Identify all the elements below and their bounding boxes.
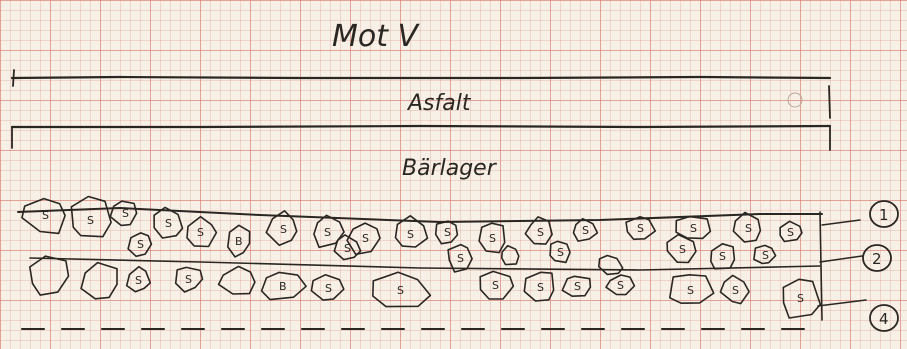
stone-9 [346,222,381,256]
sketch-title: Mot V [332,19,421,54]
stone-label-31: S [185,273,192,286]
stone-38 [561,275,592,297]
stone-5 [186,215,218,248]
stone-19 [127,232,153,258]
marker-circle-1 [869,200,899,228]
stone-32 [217,265,256,295]
stone-3 [109,200,138,227]
stone-6 [227,224,251,258]
stone-label-33: B [279,280,287,293]
base-course-label: Bärlager [402,156,498,181]
stone-28 [29,255,70,296]
stone-label-13: S [537,226,544,239]
stone-label-11: S [444,226,451,239]
stone-2 [70,195,112,238]
stone-42 [782,278,822,319]
stone-37 [523,271,555,302]
stone-label-23: S [679,243,686,256]
stone-40 [669,274,715,304]
stone-label-14: S [582,224,589,237]
stone-label-3: S [122,207,129,220]
stone-label-5: S [197,226,204,239]
stone-20 [333,234,362,261]
stone-label-42: S [797,292,804,305]
stone-30 [125,265,152,293]
stone-1 [21,197,66,235]
stone-label-25: S [762,249,769,262]
stone-label-6: B [235,235,243,248]
stone-11 [434,220,459,245]
stone-label-20: S [344,242,351,255]
stone-17 [732,211,762,243]
marker-circle-2 [862,244,892,272]
stone-15 [625,216,657,241]
marker-circle-3 [869,304,899,332]
stone-4 [153,206,184,239]
stone-label-8: S [324,226,331,239]
marker-label-3: 4 [879,310,889,328]
stone-label-10: S [407,228,414,241]
stone-label-41: S [732,284,739,297]
marker-label-1: 1 [879,206,889,224]
stone-8 [313,214,345,249]
stone-26 [598,254,624,276]
stone-label-19: S [137,238,144,251]
stone-36 [479,270,515,300]
stone-label-36: S [492,279,499,292]
stone-21 [447,243,473,273]
stone-12 [478,222,506,254]
stone-label-34: S [325,282,332,295]
stone-label-18: S [787,226,794,239]
stone-label-24: S [719,250,726,263]
smudge-mark [787,92,803,108]
stone-29 [80,261,118,300]
stone-18 [779,220,803,243]
stone-label-1: S [42,209,49,222]
stone-label-7: S [280,223,287,236]
stone-label-21: S [457,252,464,265]
stone-label-40: S [687,284,694,297]
stone-27 [501,244,520,266]
stone-label-9: S [362,232,369,245]
stone-label-2: S [87,214,94,227]
stone-39 [605,274,636,296]
stone-10 [394,215,429,248]
stone-label-22: S [557,246,564,259]
stone-label-38: S [574,280,581,293]
stone-16 [675,215,712,240]
asphalt-label: Asfalt [406,91,472,116]
stone-23 [666,233,697,264]
stone-35 [372,271,432,308]
marker-label-2: 2 [872,250,882,268]
stone-14 [572,217,599,242]
base-course-layer: Bärlager [11,126,831,181]
stone-31 [174,266,204,293]
stone-13 [524,216,553,245]
stone-label-37: S [537,281,544,294]
stone-label-17: S [745,222,752,235]
stone-label-12: S [489,232,496,245]
stone-41 [719,274,750,305]
asphalt-layer: Asfalt [10,69,832,129]
stone-25 [753,244,777,265]
stone-24 [710,243,736,270]
layer-markers: 1 2 4 [862,200,899,332]
stone-label-16: S [690,222,697,235]
stone-label-30: S [135,274,142,287]
stone-label-15: S [637,222,644,235]
stone-33 [260,271,307,301]
stone-7 [265,210,298,247]
stone-22 [549,240,571,264]
stone-label-39: S [617,279,624,292]
stone-34 [310,274,345,301]
stone-label-35: S [397,284,404,297]
stone-label-4: S [165,217,172,230]
